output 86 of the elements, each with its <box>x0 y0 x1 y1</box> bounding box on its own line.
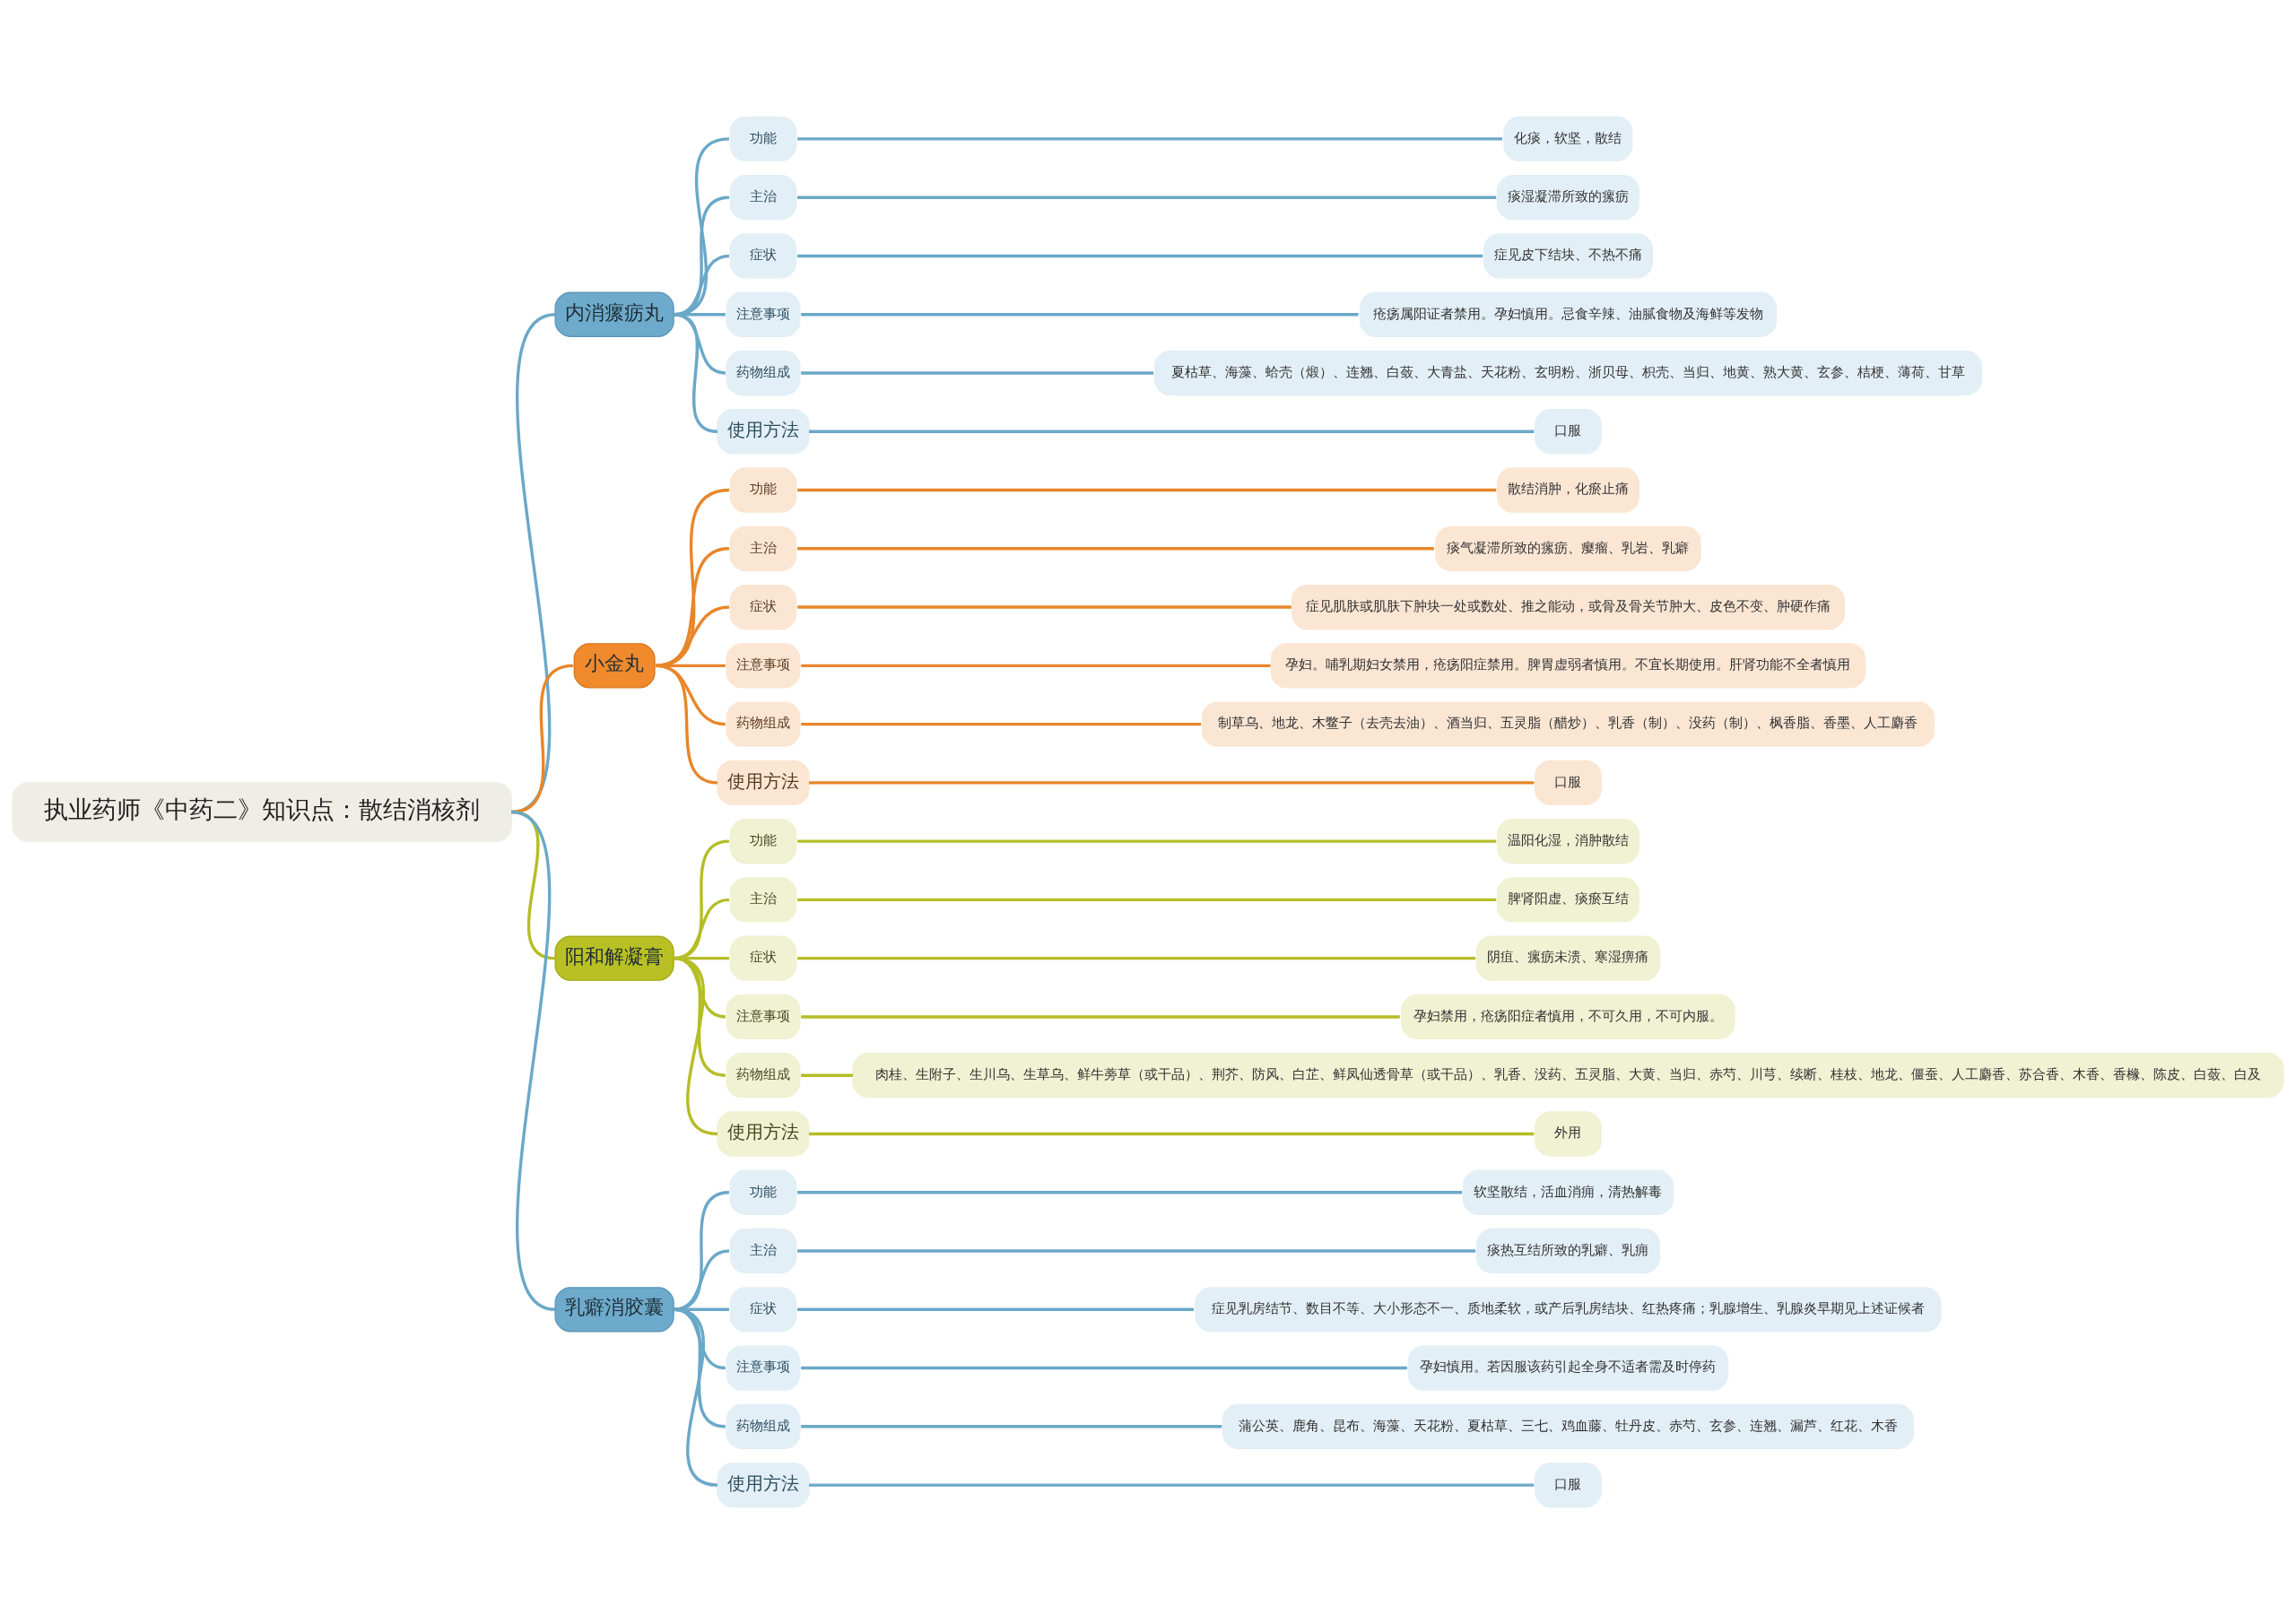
node-box: 注意事项 <box>726 291 801 337</box>
node-box: 口服 <box>1535 760 1602 805</box>
node-box: 注意事项 <box>726 1345 801 1391</box>
node-box: 药物组成 <box>726 701 801 747</box>
node-box: 散结消肿，化瘀止痛 <box>1496 467 1639 513</box>
node-box: 药物组成 <box>726 1053 801 1099</box>
node-box: 注意事项 <box>726 994 801 1040</box>
connector <box>797 547 1434 551</box>
node-box: 温阳化湿，消肿散结 <box>1496 819 1639 864</box>
node-box: 脾肾阳虚、痰瘀互结 <box>1496 877 1639 923</box>
connector <box>797 605 1292 609</box>
node-box: 功能 <box>729 116 797 162</box>
connector <box>809 781 1535 785</box>
connector <box>801 722 1202 726</box>
node-box: 乳癖消胶囊 <box>554 1287 674 1333</box>
node-box: 使用方法 <box>717 760 810 805</box>
node-box: 主治 <box>729 175 797 221</box>
node-box: 夏枯草、海藻、蛤壳（煅）、连翘、白蔹、大青盐、天花粉、玄明粉、浙贝母、枳壳、当归、地黄、熟大黄、玄参、桔梗、薄荷、甘草 <box>1153 350 1983 396</box>
connector <box>801 1425 1222 1429</box>
node-box: 症见乳房结节、数目不等、大小形态不一、质地柔软，或产后乳房结块、红热疼痛；乳腺增生、乳腺炎早期见上述证候者 <box>1195 1287 1942 1333</box>
connector <box>797 1307 1194 1311</box>
connector <box>797 254 1483 258</box>
connector <box>656 664 718 785</box>
connector <box>510 810 556 1311</box>
node-box: 蒲公英、鹿角、昆布、海藻、天花粉、夏枯草、三七、鸡血藤、牡丹皮、赤芍、玄参、连翘、漏芦、红花、木香 <box>1222 1403 1914 1449</box>
node-box: 主治 <box>729 877 797 923</box>
node-box: 外用 <box>1535 1111 1602 1157</box>
node-box: 主治 <box>729 525 797 571</box>
connector <box>809 1483 1535 1487</box>
node-box: 肉桂、生附子、生川乌、生草乌、鲜牛蒡草（或干品）、荆芥、防风、白芷、鲜凤仙透骨草（或干品）、乳香、没药、五灵脂、大黄、当归、赤芍、川芎、续断、桂枝、地龙、僵蚕、人工麝香、苏合香、木香、香橼、陈皮、白蔹、白及 <box>852 1053 2284 1099</box>
connector <box>673 313 718 433</box>
connector <box>801 313 1359 317</box>
node-box: 口服 <box>1535 409 1602 455</box>
connector <box>797 839 1497 843</box>
connector <box>797 1191 1463 1194</box>
connector <box>801 1073 853 1077</box>
node-box: 痰气凝滞所致的瘰疬、瘿瘤、乳岩、乳癖 <box>1435 525 1701 571</box>
connector <box>801 664 1271 668</box>
node-box: 内消瘰疬丸 <box>554 291 674 337</box>
connector <box>809 430 1535 433</box>
connector <box>797 488 1497 492</box>
node-box: 使用方法 <box>717 1462 810 1508</box>
connector <box>673 1249 730 1311</box>
connector <box>656 547 730 667</box>
node-box: 阳和解凝膏 <box>554 935 674 981</box>
node-box: 使用方法 <box>717 1111 810 1157</box>
node-box: 功能 <box>729 467 797 513</box>
node-box: 化痰，软坚，散结 <box>1503 116 1633 162</box>
node-box: 主治 <box>729 1228 797 1274</box>
node-box: 症状 <box>729 1287 797 1333</box>
node-box: 小金丸 <box>573 643 656 689</box>
connector <box>656 605 730 667</box>
connector <box>801 1366 1407 1370</box>
connector <box>656 488 730 667</box>
node-box: 药物组成 <box>726 350 801 396</box>
node-box: 制草乌、地龙、木鳖子（去壳去油）、酒当归、五灵脂（醋炒）、乳香（制）、没药（制）、枫香脂、香墨、人工麝香 <box>1201 701 1935 747</box>
node-box: 孕妇禁用，疮疡阳症者慎用，不可久用，不可内服。 <box>1401 994 1735 1040</box>
node-box: 症状 <box>729 935 797 981</box>
connector <box>797 1249 1476 1253</box>
connector <box>797 137 1502 141</box>
connector <box>801 371 1154 375</box>
node-box: 功能 <box>729 819 797 864</box>
connector <box>801 1015 1400 1019</box>
node-box: 口服 <box>1535 1462 1602 1508</box>
connector <box>673 1191 730 1311</box>
node-box: 症见肌肤或肌肤下肿块一处或数处、推之能动，或骨及骨关节肿大、皮色不变、肿硬作痛 <box>1291 584 1846 630</box>
connector <box>809 1132 1535 1136</box>
node-box: 孕妇。哺乳期妇女禁用，疮疡阳症禁用。脾胃虚弱者慎用。不宜长期使用。肝肾功能不全者慎用 <box>1270 643 1866 689</box>
node-box: 注意事项 <box>726 643 801 689</box>
node-box: 软坚散结，活血消痈，清热解毒 <box>1462 1169 1674 1215</box>
node-box: 症状 <box>729 233 797 279</box>
node-box: 阴疽、瘰疬未溃、寒湿痹痛 <box>1475 935 1661 981</box>
node-box: 症见皮下结块、不热不痛 <box>1483 233 1653 279</box>
node-box: 药物组成 <box>726 1403 801 1449</box>
node-box: 孕妇慎用。若因服该药引起全身不适者需及时停药 <box>1407 1345 1729 1391</box>
node-box: 疮疡属阳证者禁用。孕妇慎用。忌食辛辣、油腻食物及海鲜等发物 <box>1359 291 1777 337</box>
connector <box>797 898 1497 902</box>
node-box: 使用方法 <box>717 409 810 455</box>
node-box: 痰热互结所致的乳癖、乳痈 <box>1475 1228 1661 1274</box>
connector <box>673 957 718 1136</box>
node-box: 功能 <box>729 1169 797 1215</box>
node-box: 症状 <box>729 584 797 630</box>
node-box: 执业药师《中药二》知识点：散结消核剂 <box>12 782 512 842</box>
connector <box>797 956 1476 960</box>
node-box: 痰湿凝滞所致的瘰疬 <box>1496 175 1639 221</box>
connector <box>797 195 1497 199</box>
